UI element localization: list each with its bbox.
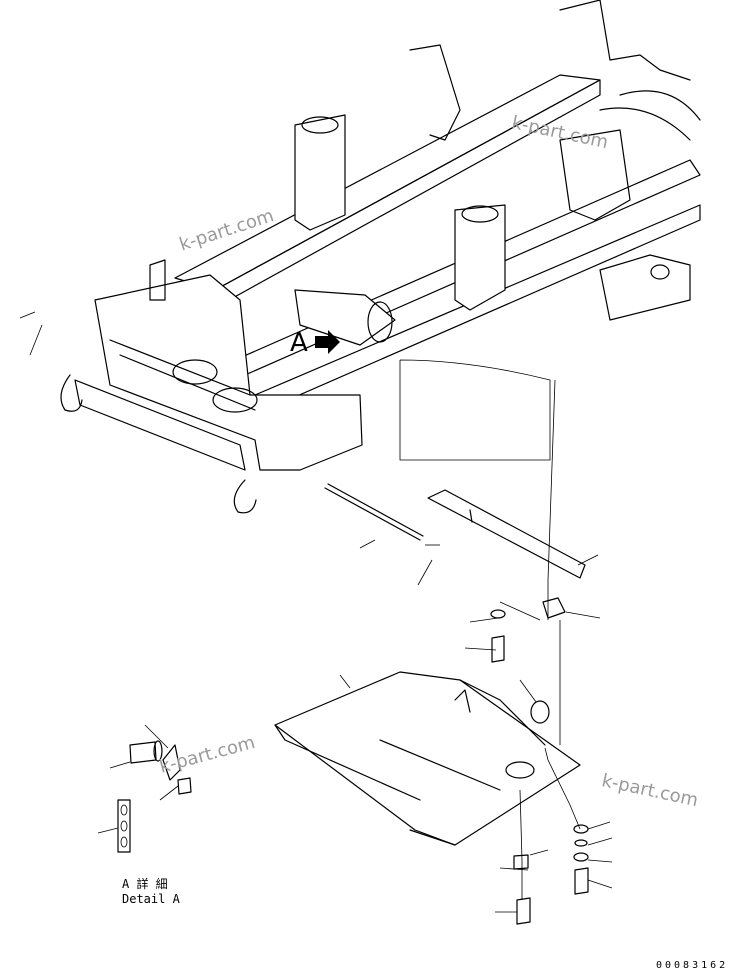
detail-a-inset	[117, 724, 192, 853]
view-marker-a: A	[290, 328, 308, 358]
bolt-icon	[491, 635, 505, 663]
undercover-plate	[274, 671, 581, 846]
cover-strip	[427, 489, 586, 579]
fasteners	[490, 379, 589, 925]
drawing-number: 00083162	[656, 960, 729, 971]
leader-lines	[19, 311, 613, 913]
main-frame	[60, 0, 701, 541]
washer-icon	[490, 609, 506, 619]
detail-title-jp: A 詳 細	[122, 877, 168, 891]
view-arrow-icon	[315, 330, 340, 354]
detail-title-en: Detail A	[122, 892, 180, 906]
